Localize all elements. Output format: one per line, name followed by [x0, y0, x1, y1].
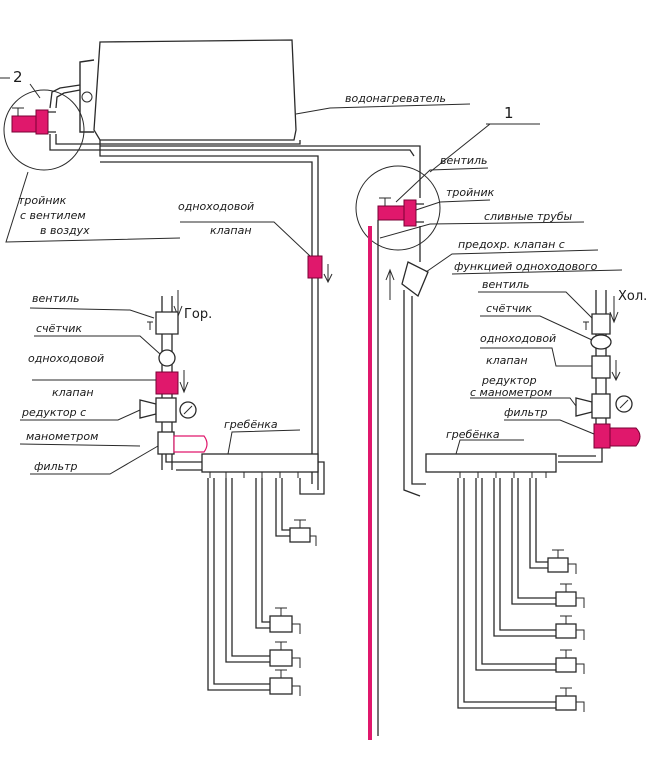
faucet-left-3: [269, 641, 301, 668]
reducer-right-label: редуктор с манометром: [470, 374, 577, 407]
hot-riser: [139, 290, 208, 471]
callout-2: 2: [0, 68, 85, 171]
valve-right-text: вентиль: [440, 154, 488, 167]
meter-left-text: счётчик: [36, 322, 82, 335]
faucet-left-2: [269, 607, 301, 634]
check-valve-top-line2: клапан: [210, 224, 252, 237]
drain-pipes-text: сливные трубы: [484, 210, 573, 223]
water-heater: [49, 39, 297, 141]
water-heater-text: водонагреватель: [345, 92, 446, 105]
tee-with-valve-line3: в воздух: [40, 224, 90, 237]
check-valve-right-line2: клапан: [486, 354, 528, 367]
check-valve-top-line1: одноходовой: [178, 200, 254, 213]
arrow-down-icon: [611, 360, 621, 382]
check-valve-left: [155, 371, 179, 395]
tee-right-text: тройник: [446, 186, 495, 199]
relief-valve: [385, 226, 429, 497]
manifold-right: [425, 453, 557, 478]
check-valve-right-label: одноходовой клапан: [480, 332, 592, 367]
tee-right-red: [403, 199, 417, 227]
arrow-up-icon: [385, 268, 395, 300]
tee-left: [35, 109, 49, 135]
callout-1: 1: [355, 104, 540, 251]
check-valve-left-line2: клапан: [52, 386, 94, 399]
faucet-left-1: [289, 519, 317, 546]
manifold-right-text: гребёнка: [446, 428, 500, 441]
filter-right-body: [593, 423, 611, 449]
faucet-right-5: [555, 687, 585, 712]
filter-left-text: фильтр: [34, 460, 77, 473]
manifold-left-label: гребёнка: [224, 418, 301, 455]
check-valve-right: [591, 355, 611, 379]
faucet-right-1: [547, 549, 577, 574]
meter-left-label: счётчик: [34, 322, 161, 355]
manifold-right-label: гребёнка: [446, 428, 524, 455]
reducer-right-line1: редуктор: [481, 374, 537, 387]
meter-right: [590, 334, 612, 350]
callout-2-number: 2: [13, 68, 23, 86]
meter-right-text: счётчик: [486, 302, 532, 315]
valve-right2: [591, 313, 611, 335]
tee-with-valve-line2: с вентилем: [20, 209, 86, 222]
reducer-left: [139, 399, 157, 419]
manifold-left-text: гребёнка: [224, 418, 278, 431]
callout-1-number: 1: [504, 104, 514, 122]
valve-right2-text: вентиль: [482, 278, 530, 291]
filter-left: [157, 431, 175, 455]
manifold-left-outlets: [207, 478, 290, 691]
check-valve-top-label: одноходовой клапан: [178, 200, 311, 257]
water-heater-label: водонагреватель: [295, 92, 471, 115]
arrow-down-icon: [179, 370, 189, 394]
relief-valve-label: предохр. клапан с функцией одноходового: [425, 238, 623, 275]
manifold-right-outlets: [457, 478, 556, 709]
relief-valve-line1: предохр. клапан с: [458, 238, 565, 251]
tee-valve-left: [11, 115, 37, 133]
valve-right2-label: вентиль Хол.: [478, 278, 647, 319]
check-valve-left-label: одноходовой клапан: [28, 352, 156, 399]
reducer-left-label: редуктор с манометром: [19, 406, 141, 447]
reducer-right: [575, 397, 593, 417]
cold-text: Хол.: [618, 289, 647, 304]
valve-left-text: вентиль: [32, 292, 80, 305]
faucet-left-4: [269, 669, 301, 696]
valve-left: [155, 311, 179, 335]
manifold-left: [201, 453, 325, 495]
tee-right-label: тройник: [415, 186, 495, 211]
valve-right-label: вентиль: [395, 154, 489, 203]
tee-with-valve-label: тройник с вентилем в воздух: [5, 171, 181, 243]
reducer-left-line2: манометром: [26, 430, 98, 443]
hot-supply-pipes: [49, 134, 421, 490]
check-valve-left-line1: одноходовой: [28, 352, 104, 365]
drain-pipes-label: сливные трубы: [379, 210, 585, 239]
reducer-right-line2: с манометром: [470, 386, 552, 399]
reducer-left-line1: редуктор с: [21, 406, 86, 419]
arrow-down-icon: [323, 264, 333, 284]
faucet-right-3: [555, 615, 585, 640]
meter-left: [158, 349, 176, 367]
faucet-right-4: [555, 649, 585, 674]
tee-with-valve-line1: тройник: [18, 194, 67, 207]
meter-right-label: счётчик: [480, 302, 593, 341]
hot-text: Гор.: [184, 307, 212, 322]
check-valve-top: [307, 255, 323, 279]
filter-left-label: фильтр: [30, 445, 159, 475]
filter-right-label: фильтр: [504, 406, 595, 435]
valve-right-red: [377, 205, 405, 221]
cold-riser: [558, 290, 641, 463]
filter-right-text: фильтр: [504, 406, 547, 419]
filter-right: [609, 427, 641, 447]
check-valve-right-line1: одноходовой: [480, 332, 556, 345]
relief-valve-line2: функцией одноходового: [454, 260, 598, 273]
faucet-right-2: [555, 583, 585, 608]
arrow-down-icon: [609, 296, 619, 324]
valve-left-label: вентиль Гор.: [29, 292, 212, 322]
